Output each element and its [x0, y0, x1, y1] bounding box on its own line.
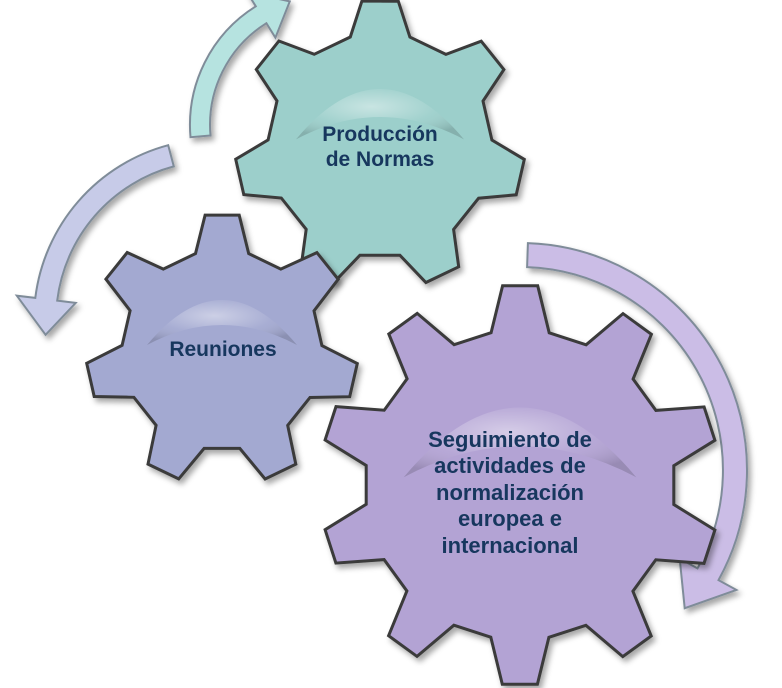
- gear-reuniones: [84, 213, 360, 481]
- gear-seguimiento: [323, 284, 717, 686]
- arrow-around-seguimiento: [526, 242, 748, 610]
- gear-produccion-de-normas: [233, 0, 527, 285]
- arrow-up-to-produccion: [188, 0, 292, 139]
- arrow-down-to-reuniones: [14, 143, 176, 337]
